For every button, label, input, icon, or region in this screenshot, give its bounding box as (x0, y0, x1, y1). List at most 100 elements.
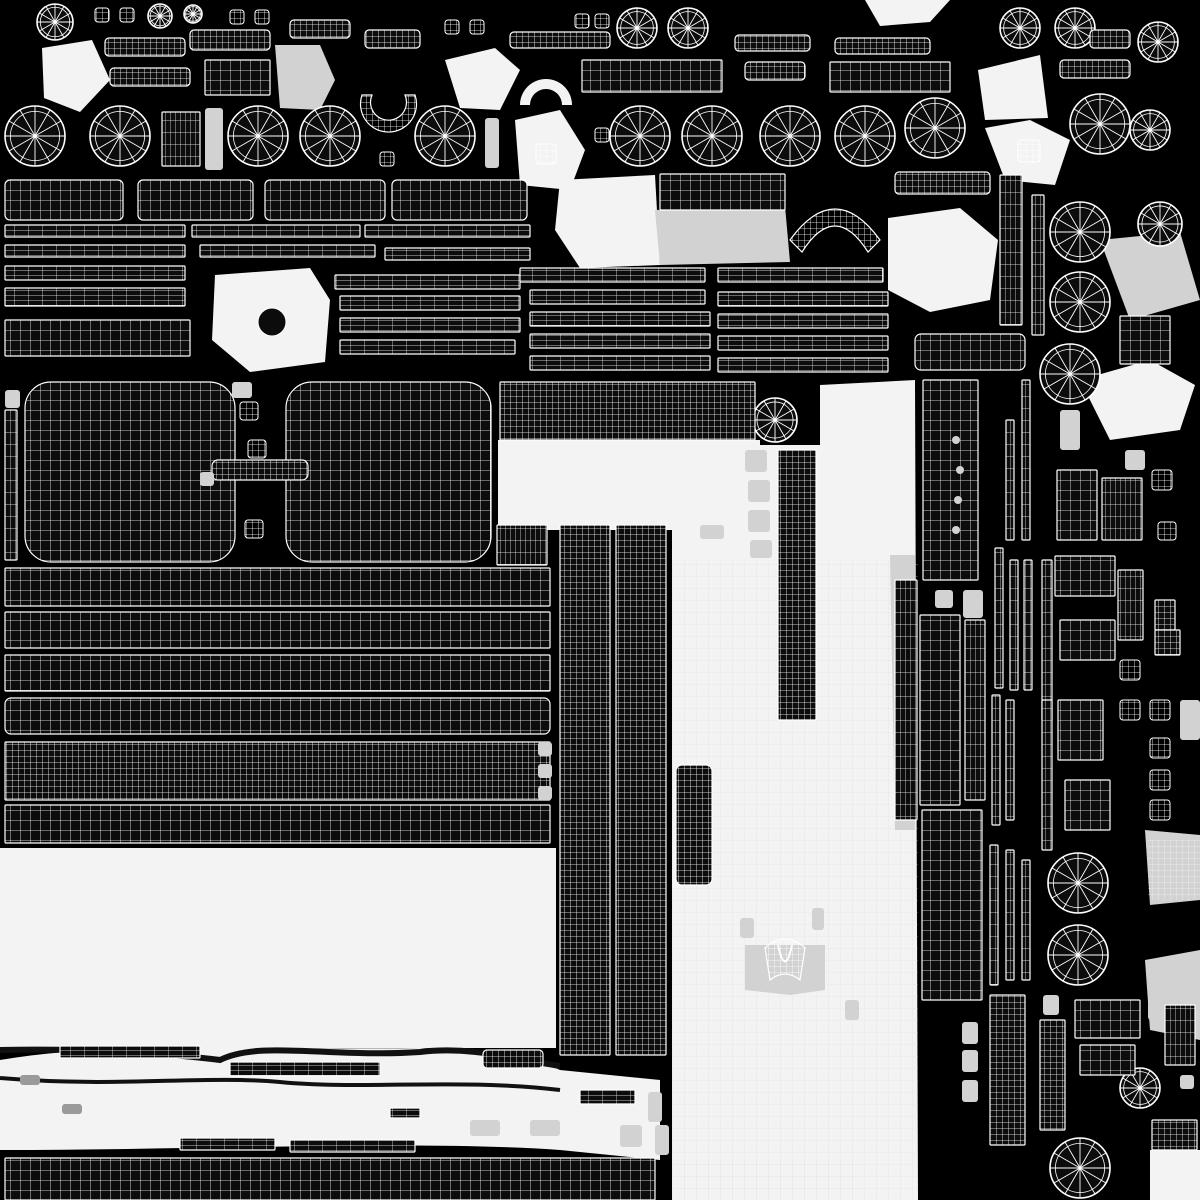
wire-grid-pattern (392, 180, 527, 220)
wheel-spokes (148, 4, 172, 28)
wheel-spokes (760, 106, 820, 166)
gray-chip (655, 1125, 669, 1155)
wheel-spokes (617, 8, 657, 48)
wheel-spokes (1138, 22, 1178, 62)
gray-chip (20, 1075, 40, 1085)
wire-grid-pattern (530, 356, 710, 370)
small-grid-square (594, 13, 610, 29)
wire-grid-pattern (680, 1160, 860, 1200)
wire-grid-pattern (778, 450, 816, 720)
wheel-spokes (682, 106, 742, 166)
wire-grid-pattern (530, 290, 705, 304)
gray-chip (812, 908, 824, 930)
wheel-spokes (1138, 202, 1182, 246)
wire-grid-pattern (483, 1050, 543, 1068)
wire-grid-pattern (1120, 316, 1170, 364)
white-blob (1150, 1150, 1200, 1200)
wire-grid-pattern (5, 266, 185, 280)
wire-grid-pattern (1010, 560, 1018, 690)
wire-grid-pattern (1155, 630, 1180, 655)
wire-grid-pattern (286, 382, 491, 562)
wire-grid-pattern (1006, 850, 1014, 980)
wire-grid-pattern (992, 695, 1000, 825)
small-grid-square (1149, 699, 1171, 721)
wire-grid-pattern (192, 225, 360, 237)
wheel-spokes (1070, 94, 1130, 154)
wheel-spokes (1050, 202, 1110, 262)
white-blob (555, 175, 660, 268)
wire-grid-pattern (1042, 560, 1052, 720)
wire-grid-pattern (230, 1062, 380, 1076)
wire-grid-pattern (718, 268, 883, 282)
small-grid-square (1119, 659, 1141, 681)
ring-arc (0, 1076, 561, 1092)
gray-chip (538, 742, 552, 756)
wheel-spokes (1048, 925, 1108, 985)
wire-grid-pattern (1006, 700, 1014, 820)
wire-grid-pattern (1042, 700, 1052, 850)
wire-grid-pattern (390, 1108, 420, 1118)
wire-grid-pattern (1152, 1120, 1197, 1150)
ring-arc (257, 307, 287, 337)
gray-chip (740, 918, 754, 938)
white-blob (275, 45, 335, 110)
wire-grid-pattern (1032, 195, 1044, 335)
gray-chip (845, 1000, 859, 1020)
wire-grid-pattern (5, 1158, 655, 1200)
wheel-spokes (905, 98, 965, 158)
wire-grid-pattern (1057, 470, 1097, 540)
wire-grid-pattern (5, 320, 190, 356)
wire-grid-pattern (212, 460, 308, 480)
wheel-spokes (5, 106, 65, 166)
gray-chip (1043, 995, 1059, 1015)
small-grid-square (574, 13, 590, 29)
small-grid-square (254, 9, 270, 25)
gray-chip (962, 1080, 978, 1102)
gray-chip (952, 526, 960, 534)
wire-grid-pattern (990, 845, 998, 985)
small-grid-square (444, 19, 460, 35)
wire-grid-pattern (1102, 478, 1142, 540)
small-grid-square (94, 7, 110, 23)
gray-chip (62, 1104, 82, 1114)
wire-grid-pattern (5, 612, 550, 648)
wire-grid-pattern (265, 180, 385, 220)
wire-grid-pattern (1090, 30, 1130, 48)
wire-grid-pattern (660, 174, 785, 210)
wire-grid-pattern (5, 180, 123, 220)
wheel-spokes (228, 106, 288, 166)
wire-grid-pattern (965, 620, 985, 800)
wheel-spokes (1050, 272, 1110, 332)
wire-grid-pattern (340, 340, 515, 354)
wire-grid-pattern (5, 225, 185, 237)
ring-arc (764, 938, 806, 982)
gray-chip (1125, 450, 1145, 470)
wire-grid-pattern (5, 742, 550, 800)
wire-grid-pattern (290, 20, 350, 38)
wire-grid-pattern (560, 525, 610, 1055)
wire-grid-pattern (1022, 860, 1030, 980)
small-grid-square (244, 519, 264, 539)
wire-grid-pattern (497, 525, 547, 565)
wheel-spokes (610, 106, 670, 166)
wheel-spokes (37, 4, 73, 40)
wire-grid-pattern (385, 248, 530, 260)
gray-chip (935, 590, 953, 608)
wire-grid-pattern (1165, 1005, 1195, 1065)
wire-grid-pattern (745, 62, 805, 80)
wire-grid-pattern (895, 172, 990, 194)
wire-grid-pattern (162, 112, 200, 166)
gray-chip (232, 382, 252, 398)
wire-grid-pattern (718, 292, 888, 306)
wire-grid-pattern (110, 68, 190, 86)
gray-chip (620, 1125, 642, 1147)
wire-grid-pattern (1006, 420, 1014, 540)
wire-grid-pattern (340, 296, 520, 310)
gray-chip (538, 786, 552, 800)
wire-grid-pattern (5, 568, 550, 606)
white-blob (888, 208, 998, 312)
wire-grid-pattern (1118, 570, 1143, 640)
gray-chip (485, 118, 499, 168)
